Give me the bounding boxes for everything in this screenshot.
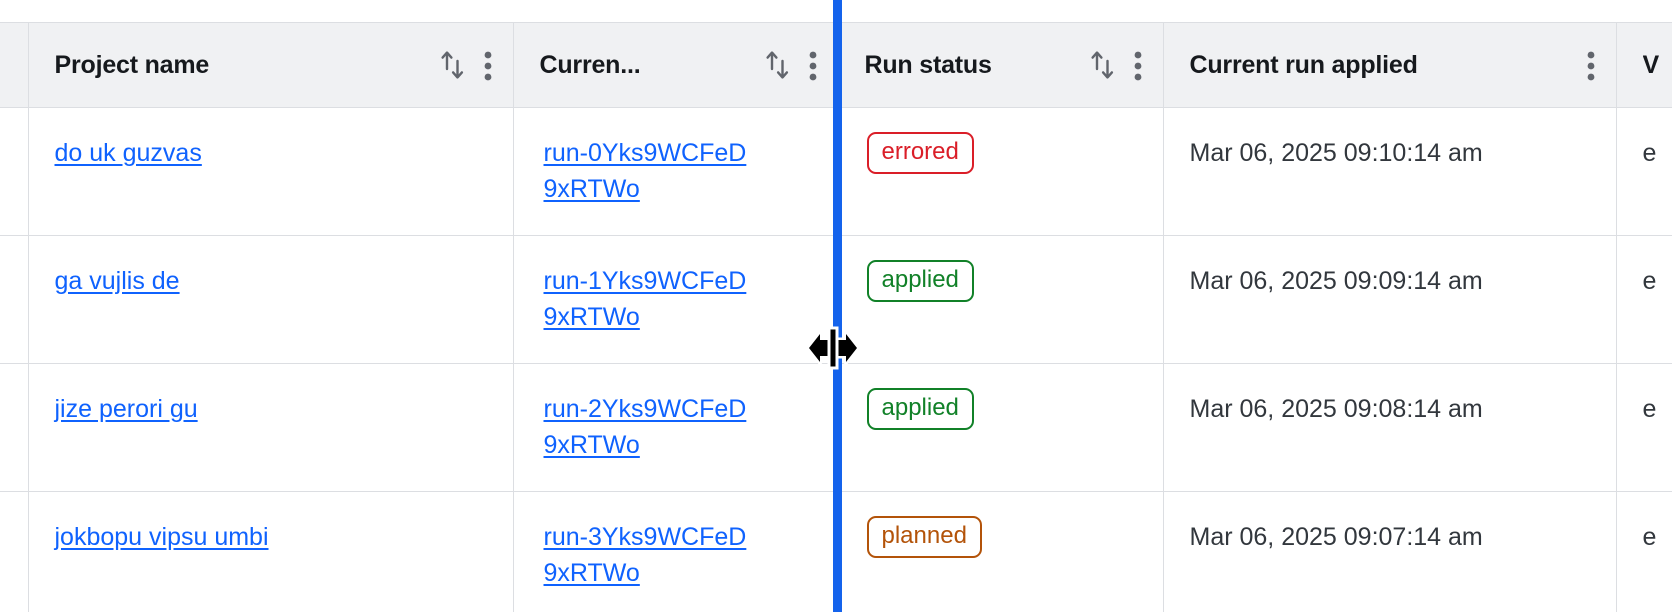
current-run-applied-value: Mar 06, 2025 09:07:14 am	[1189, 523, 1483, 551]
current-run-link-line1: run-0Yks9WCFeD	[543, 139, 747, 167]
sort-ascending-descending-icon[interactable]	[1090, 49, 1116, 81]
cell-gutter	[0, 235, 29, 364]
project-name-link[interactable]: do uk guzvas	[54, 139, 202, 167]
current-run-link-line2: 9xRTWo	[543, 430, 640, 459]
kebab-menu-icon[interactable]	[1587, 50, 1594, 81]
current-run-link-line1: run-2Yks9WCFeD	[543, 395, 747, 423]
column-header-gutter	[0, 22, 29, 108]
current-run-applied-value: Mar 06, 2025 09:10:14 am	[1189, 139, 1483, 167]
kebab-menu-icon[interactable]	[1134, 50, 1141, 81]
cell-status: errored	[838, 107, 1164, 236]
current-run-link-line2: 9xRTWo	[543, 174, 640, 203]
current-run-link-line2: 9xRTWo	[543, 558, 640, 587]
cell-applied: Mar 06, 2025 09:09:14 am	[1163, 235, 1617, 364]
project-name-link[interactable]: ga vujlis de	[54, 267, 180, 295]
cell-run: run-3Yks9WCFeD 9xRTWo	[513, 491, 839, 612]
column-header-label-applied: Current run applied	[1189, 50, 1418, 79]
table-row: ga vujlis de run-1Yks9WCFeD 9xRTWo applied M…	[0, 235, 1672, 364]
cell-project: ga vujlis de	[28, 235, 514, 364]
extra-column-value: e	[1642, 267, 1657, 295]
run-status-badge: applied	[866, 388, 974, 431]
column-header-run[interactable]: Curren...	[513, 22, 839, 108]
cell-gutter	[0, 363, 29, 492]
table-row: jokbopu vipsu umbi run-3Yks9WCFeD 9xRTWo pl…	[0, 491, 1672, 612]
extra-column-value: e	[1642, 523, 1657, 551]
extra-column-value: e	[1642, 395, 1657, 423]
current-run-link[interactable]: run-2Yks9WCFeD 9xRTWo	[544, 395, 747, 459]
cell-project: jize perori gu	[28, 363, 514, 492]
extra-column-value: e	[1642, 139, 1657, 167]
column-header-applied[interactable]: Current run applied	[1163, 22, 1617, 108]
cell-extra: e	[1616, 107, 1672, 236]
cell-run: run-2Yks9WCFeD 9xRTWo	[513, 363, 839, 492]
current-run-link[interactable]: run-3Yks9WCFeD 9xRTWo	[544, 523, 747, 587]
cell-gutter	[0, 107, 29, 236]
table-row: do uk guzvas run-0Yks9WCFeD 9xRTWo errored M…	[0, 107, 1672, 236]
column-header-status[interactable]: Run status	[838, 22, 1164, 108]
projects-table: Project name Curren... Run status Current r…	[0, 22, 1672, 612]
cell-extra: e	[1616, 235, 1672, 364]
cell-status: planned	[838, 491, 1164, 612]
run-status-badge: errored	[866, 132, 974, 175]
cell-applied: Mar 06, 2025 09:07:14 am	[1163, 491, 1617, 612]
sort-ascending-descending-icon[interactable]	[765, 49, 791, 81]
column-header-project[interactable]: Project name	[28, 22, 514, 108]
table-header-row: Project name Curren... Run status Current r…	[0, 22, 1672, 108]
current-run-applied-value: Mar 06, 2025 09:08:14 am	[1189, 395, 1483, 423]
run-status-badge: applied	[866, 260, 974, 303]
column-resize-indicator[interactable]	[833, 0, 842, 612]
column-header-extra[interactable]: V	[1616, 22, 1672, 108]
cell-applied: Mar 06, 2025 09:08:14 am	[1163, 363, 1617, 492]
project-name-link[interactable]: jokbopu vipsu umbi	[54, 523, 269, 551]
current-run-link-line1: run-1Yks9WCFeD	[543, 267, 747, 295]
sort-ascending-descending-icon[interactable]	[440, 49, 466, 81]
cell-project: jokbopu vipsu umbi	[28, 491, 514, 612]
table-row: jize perori gu run-2Yks9WCFeD 9xRTWo applie…	[0, 363, 1672, 492]
column-header-actions-status	[1090, 49, 1141, 81]
column-header-label-project: Project name	[54, 50, 210, 79]
column-header-label-extra: V	[1642, 50, 1660, 79]
cell-status: applied	[838, 363, 1164, 492]
column-header-actions-project	[440, 49, 491, 81]
kebab-menu-icon[interactable]	[484, 50, 491, 81]
current-run-link[interactable]: run-0Yks9WCFeD 9xRTWo	[544, 139, 747, 203]
cell-status: applied	[838, 235, 1164, 364]
current-run-applied-value: Mar 06, 2025 09:09:14 am	[1189, 267, 1483, 295]
column-header-label-run: Curren...	[539, 50, 641, 79]
cell-project: do uk guzvas	[28, 107, 514, 236]
current-run-link-line2: 9xRTWo	[543, 302, 640, 331]
table-header: Project name Curren... Run status Current r…	[0, 22, 1672, 108]
run-status-badge: planned	[866, 516, 982, 559]
column-header-label-status: Run status	[864, 50, 992, 79]
column-header-actions-run	[765, 49, 816, 81]
project-name-link[interactable]: jize perori gu	[54, 395, 198, 423]
cell-run: run-1Yks9WCFeD 9xRTWo	[513, 235, 839, 364]
column-header-actions-applied	[1587, 50, 1594, 81]
kebab-menu-icon[interactable]	[809, 50, 816, 81]
cell-extra: e	[1616, 363, 1672, 492]
cell-gutter	[0, 491, 29, 612]
cell-extra: e	[1616, 491, 1672, 612]
current-run-link[interactable]: run-1Yks9WCFeD 9xRTWo	[544, 267, 747, 331]
cell-run: run-0Yks9WCFeD 9xRTWo	[513, 107, 839, 236]
cell-applied: Mar 06, 2025 09:10:14 am	[1163, 107, 1617, 236]
current-run-link-line1: run-3Yks9WCFeD	[543, 523, 747, 551]
